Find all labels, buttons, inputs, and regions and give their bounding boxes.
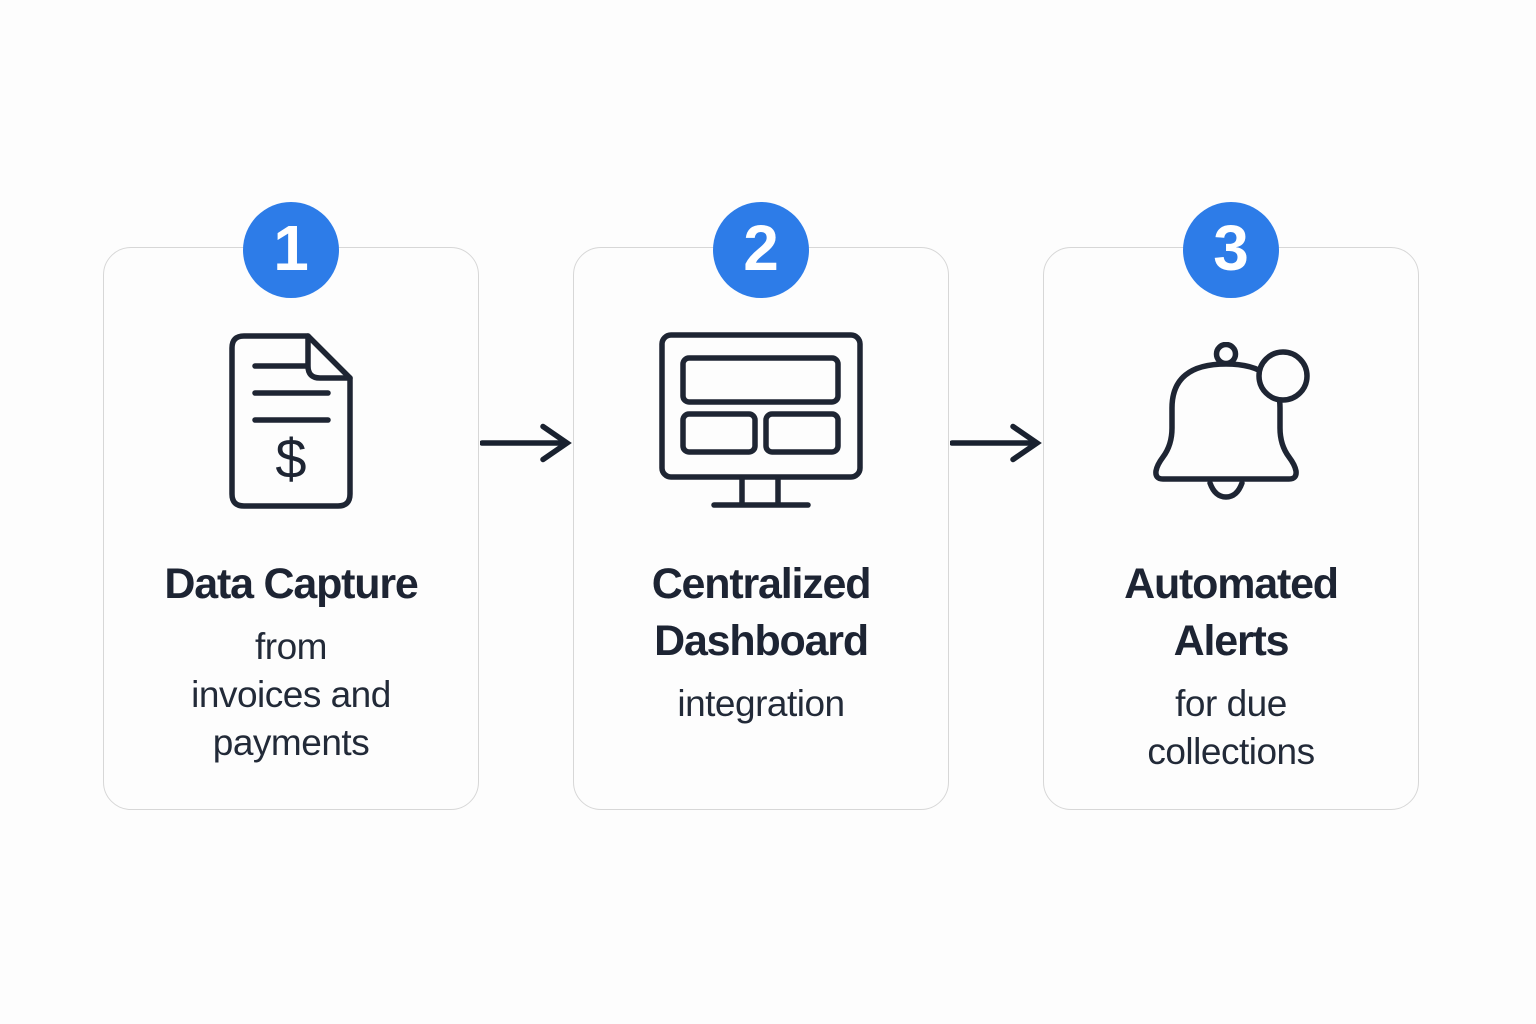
step-card-automated-alerts: 3 Automated Alerts for due collections — [1043, 202, 1419, 810]
alert-bell-icon — [1044, 332, 1418, 510]
step-title: Data Capture — [164, 560, 418, 608]
svg-text:$: $ — [275, 427, 306, 490]
step-title: Automated Alerts — [1124, 560, 1339, 665]
dashboard-monitor-icon — [574, 332, 948, 510]
step-number-badge: 3 — [1183, 202, 1279, 298]
arrow-right-icon — [950, 423, 1042, 463]
step-subtitle: for due collections — [1147, 683, 1315, 772]
step-title: Centralized Dashboard — [651, 560, 872, 665]
step-subtitle: from invoices and payments — [191, 626, 391, 763]
step-card-data-capture: 1 $ Data Capture from invoices and payme… — [103, 202, 479, 810]
step-number-badge: 2 — [713, 202, 809, 298]
invoice-document-icon: $ — [104, 332, 478, 510]
step-card-centralized-dashboard: 2 Centralized Dashboard integration — [573, 202, 949, 810]
step-number-badge: 1 — [243, 202, 339, 298]
arrow-right-icon — [480, 423, 572, 463]
step-subtitle: integration — [677, 683, 845, 724]
